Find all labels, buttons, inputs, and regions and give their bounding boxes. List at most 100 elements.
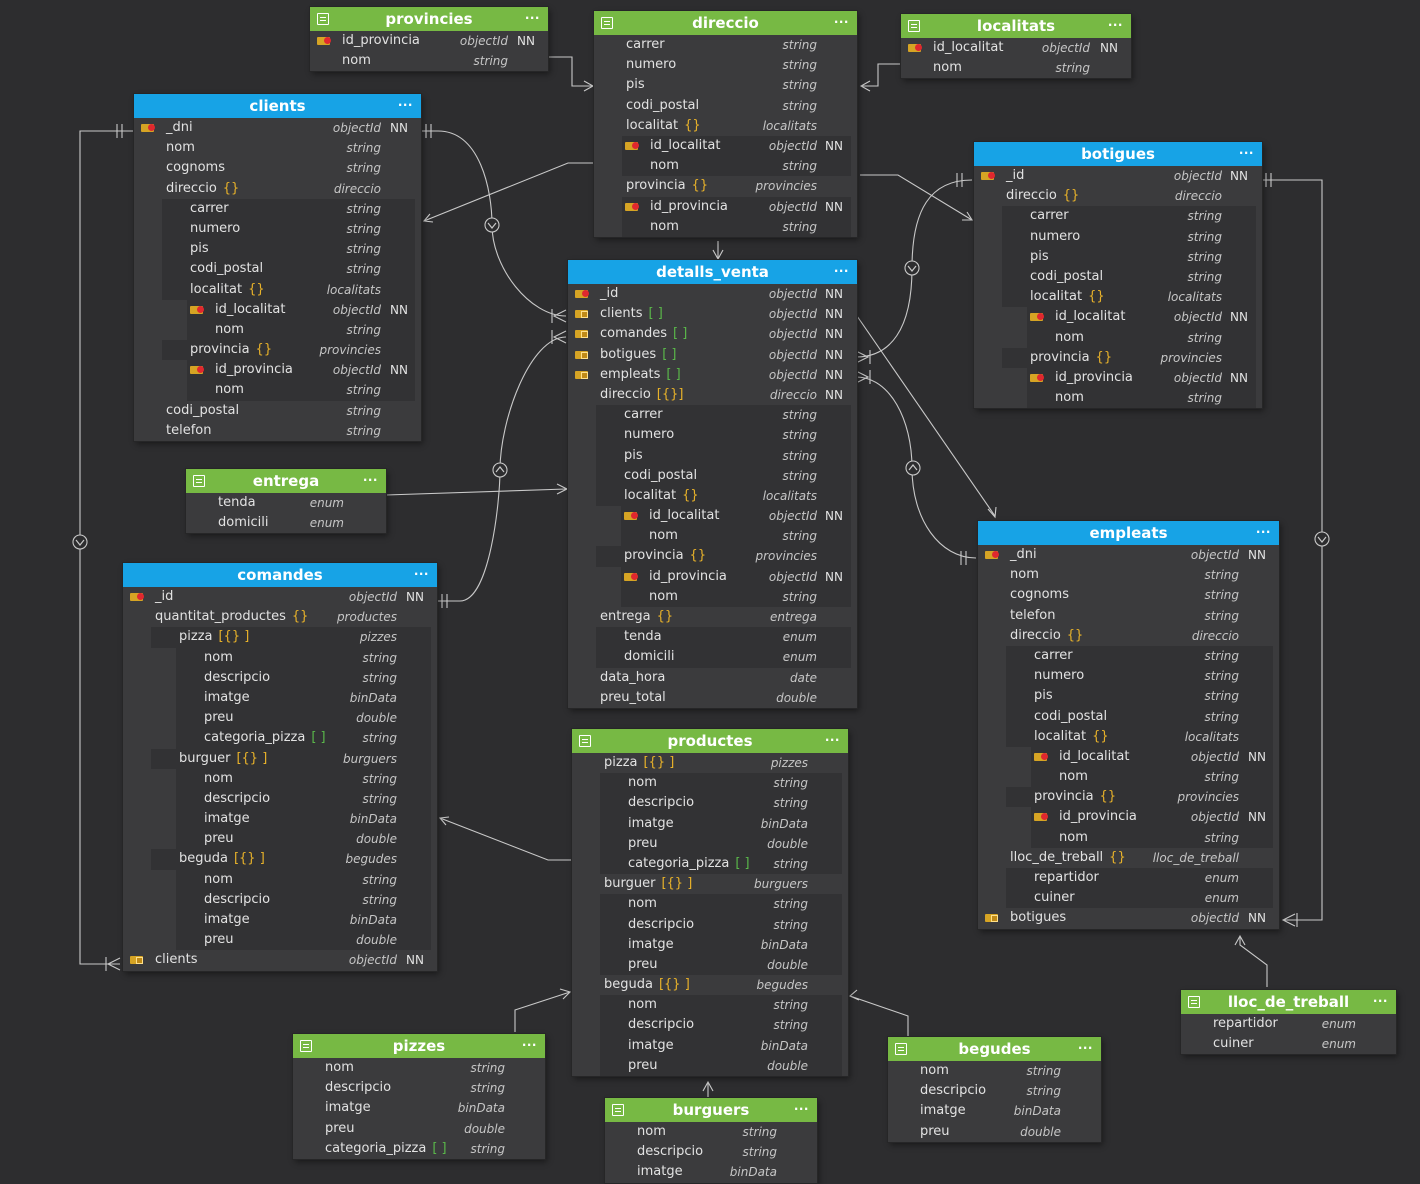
field-row[interactable]: beguda[{} ]begudes [151, 849, 431, 870]
table-menu-icon[interactable]: ··· [413, 567, 429, 581]
table-menu-icon[interactable]: ··· [1077, 1041, 1093, 1055]
table-header[interactable]: localitats··· [901, 14, 1131, 38]
table-header[interactable]: lloc_de_treball··· [1181, 990, 1396, 1014]
table-header[interactable]: botigues··· [974, 142, 1262, 166]
field-row[interactable]: localitat{}localitats [596, 485, 851, 507]
table-header[interactable]: direccio··· [594, 11, 857, 35]
field-row[interactable]: categoria_pizza[ ]string [176, 728, 431, 749]
table-menu-icon[interactable]: ··· [524, 11, 540, 25]
table-menu-icon[interactable]: ··· [521, 1038, 537, 1052]
table-menu-icon[interactable]: ··· [1255, 525, 1271, 539]
field-row[interactable]: burguer[{} ]burguers [151, 748, 431, 769]
table-menu-icon[interactable]: ··· [833, 264, 849, 278]
table-header[interactable]: clients··· [134, 94, 421, 118]
table-menu-icon[interactable]: ··· [1107, 18, 1123, 32]
table-menu-icon[interactable]: ··· [833, 15, 849, 29]
table-menu-icon[interactable]: ··· [397, 98, 413, 112]
table-menu-icon[interactable]: ··· [1372, 994, 1388, 1008]
field-row[interactable]: localitat{}localitats [1002, 287, 1256, 308]
table-header[interactable]: provincies··· [310, 7, 548, 31]
field-row[interactable]: provincia{}provincies [1006, 787, 1273, 808]
field-row[interactable]: lloc_de_treball{}lloc_de_treball [978, 848, 1279, 868]
table-header[interactable]: productes··· [572, 729, 848, 753]
table-header[interactable]: begudes··· [888, 1037, 1101, 1061]
field-row[interactable]: localitat{}localitats [594, 116, 857, 136]
table-header[interactable]: entrega··· [186, 469, 386, 493]
field-row[interactable]: localitat{}localitats [162, 279, 415, 300]
table-menu-icon[interactable]: ··· [824, 733, 840, 747]
table-header[interactable]: burguers··· [605, 1098, 817, 1122]
field-row[interactable]: direccio{}direccio [974, 186, 1262, 206]
field-row[interactable]: entrega{}entrega [568, 607, 857, 627]
